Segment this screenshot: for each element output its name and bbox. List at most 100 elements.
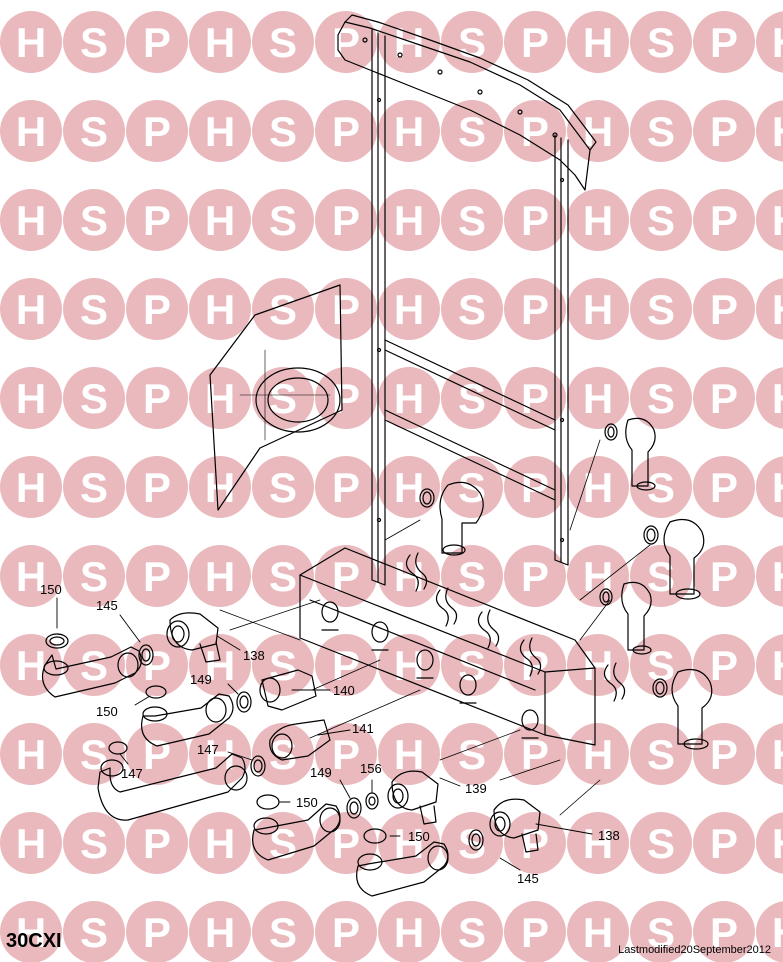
svg-text:P: P xyxy=(521,731,549,778)
svg-text:P: P xyxy=(143,909,171,956)
watermark-s-circle: S xyxy=(630,634,692,696)
watermark-p-circle: P xyxy=(126,901,188,962)
svg-text:H: H xyxy=(205,909,235,956)
svg-text:H: H xyxy=(205,820,235,867)
svg-text:P: P xyxy=(143,19,171,66)
watermark-p-circle: P xyxy=(315,278,377,340)
svg-text:S: S xyxy=(80,642,108,689)
watermark-s-circle: S xyxy=(252,456,314,518)
svg-text:H: H xyxy=(16,553,46,600)
svg-text:H: H xyxy=(205,197,235,244)
svg-text:P: P xyxy=(521,820,549,867)
watermark-p-circle: P xyxy=(315,189,377,251)
watermark-s-circle: S xyxy=(630,189,692,251)
svg-text:S: S xyxy=(80,19,108,66)
svg-text:S: S xyxy=(647,375,675,422)
svg-text:H: H xyxy=(205,642,235,689)
svg-text:S: S xyxy=(269,642,297,689)
part-label-147: 147 xyxy=(197,742,219,757)
svg-text:H: H xyxy=(583,553,613,600)
watermark-h-circle: H xyxy=(0,634,62,696)
watermark-s-circle: S xyxy=(441,901,503,962)
watermark-h-circle: H xyxy=(756,901,783,962)
watermark-h-circle: H xyxy=(567,11,629,73)
svg-text:S: S xyxy=(647,820,675,867)
watermark-p-circle: P xyxy=(315,723,377,785)
watermark-h-circle: H xyxy=(378,545,440,607)
svg-text:H: H xyxy=(16,19,46,66)
watermark-s-circle: S xyxy=(630,367,692,429)
svg-text:H: H xyxy=(583,286,613,333)
watermark-p-circle: P xyxy=(504,812,566,874)
svg-text:H: H xyxy=(772,19,783,66)
svg-text:H: H xyxy=(394,375,424,422)
svg-text:H: H xyxy=(394,909,424,956)
svg-text:H: H xyxy=(772,464,783,511)
svg-text:S: S xyxy=(269,820,297,867)
part-label-149: 149 xyxy=(190,672,212,687)
svg-text:H: H xyxy=(16,464,46,511)
watermark-p-circle: P xyxy=(504,545,566,607)
svg-text:S: S xyxy=(80,108,108,155)
svg-text:H: H xyxy=(16,286,46,333)
svg-text:P: P xyxy=(521,108,549,155)
watermark-s-circle: S xyxy=(63,456,125,518)
svg-text:H: H xyxy=(772,108,783,155)
svg-text:H: H xyxy=(16,909,46,956)
svg-text:P: P xyxy=(143,108,171,155)
svg-text:P: P xyxy=(332,731,360,778)
watermark-h-circle: H xyxy=(0,189,62,251)
watermark-h-circle: H xyxy=(0,278,62,340)
svg-text:S: S xyxy=(647,108,675,155)
svg-text:H: H xyxy=(772,642,783,689)
svg-text:P: P xyxy=(332,286,360,333)
svg-text:P: P xyxy=(710,731,738,778)
watermark-p-circle: P xyxy=(504,901,566,962)
watermark-p-circle: P xyxy=(126,11,188,73)
svg-text:S: S xyxy=(269,19,297,66)
svg-text:S: S xyxy=(458,642,486,689)
watermark-h-circle: H xyxy=(756,100,783,162)
svg-text:S: S xyxy=(80,375,108,422)
watermark-h-circle: H xyxy=(189,545,251,607)
watermark-p-circle: P xyxy=(126,545,188,607)
watermark-s-circle: S xyxy=(63,100,125,162)
watermark-s-circle: S xyxy=(630,278,692,340)
watermark-s-circle: S xyxy=(252,100,314,162)
watermark-h-circle: H xyxy=(0,11,62,73)
watermark-p-circle: P xyxy=(693,189,755,251)
svg-text:H: H xyxy=(583,375,613,422)
svg-text:H: H xyxy=(394,553,424,600)
svg-text:P: P xyxy=(332,642,360,689)
watermark-h-circle: H xyxy=(0,456,62,518)
svg-text:P: P xyxy=(710,820,738,867)
watermark-h-circle: H xyxy=(0,367,62,429)
svg-text:S: S xyxy=(458,197,486,244)
svg-text:S: S xyxy=(647,909,675,956)
svg-text:P: P xyxy=(710,909,738,956)
svg-text:S: S xyxy=(458,553,486,600)
watermark-p-circle: P xyxy=(504,456,566,518)
svg-text:P: P xyxy=(710,375,738,422)
part-label-156: 156 xyxy=(360,761,382,776)
watermark-h-circle: H xyxy=(0,545,62,607)
svg-text:P: P xyxy=(521,19,549,66)
part-label-145: 145 xyxy=(517,871,539,886)
watermark-h-circle: H xyxy=(756,545,783,607)
watermark-s-circle: S xyxy=(63,812,125,874)
watermark-p-circle: P xyxy=(693,456,755,518)
part-label-141: 141 xyxy=(352,721,374,736)
part-label-149: 149 xyxy=(310,765,332,780)
svg-text:P: P xyxy=(710,464,738,511)
watermark-s-circle: S xyxy=(63,634,125,696)
svg-text:H: H xyxy=(205,286,235,333)
svg-text:H: H xyxy=(394,108,424,155)
watermark-p-circle: P xyxy=(693,367,755,429)
svg-text:H: H xyxy=(394,197,424,244)
last-modified-note: Lastmodified20September2012 xyxy=(618,944,771,956)
watermark-s-circle: S xyxy=(252,11,314,73)
watermark-h-circle: H xyxy=(378,723,440,785)
svg-text:S: S xyxy=(458,464,486,511)
